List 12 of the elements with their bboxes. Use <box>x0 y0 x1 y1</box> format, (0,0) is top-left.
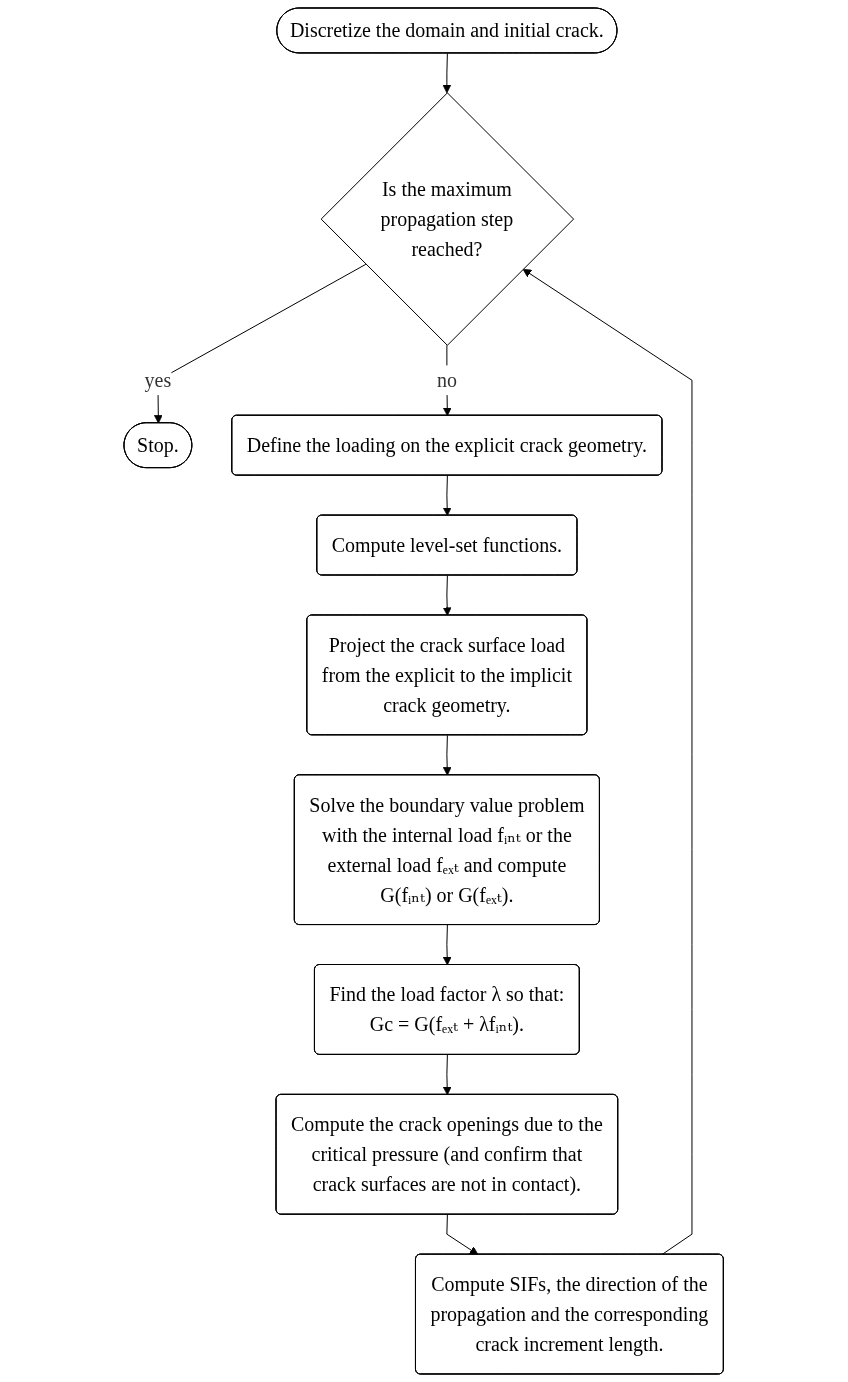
edge-label: yes <box>144 369 172 392</box>
arrow <box>443 734 452 776</box>
arrow <box>446 1214 479 1256</box>
arrow <box>442 52 452 94</box>
arrow <box>443 1054 452 1096</box>
arrow <box>443 924 452 966</box>
arrow <box>154 263 367 424</box>
arrow <box>443 475 452 516</box>
arrow <box>443 575 452 616</box>
node-diamond: Is the maximum propagation step reached? <box>321 92 575 346</box>
arrow <box>522 268 693 1256</box>
edge-label: no <box>437 369 458 392</box>
